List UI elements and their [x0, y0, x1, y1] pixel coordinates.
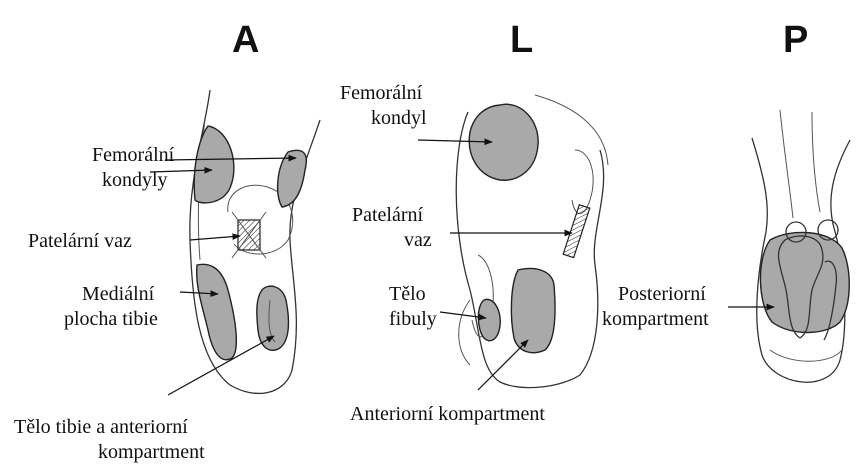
- lateral-view: Femorální kondyl Patelární vaz Tělo fibu…: [340, 82, 608, 425]
- lateral-top-line: [535, 95, 608, 165]
- patella-lateral-outline: [572, 150, 593, 214]
- posterior-line-1: [780, 110, 793, 218]
- fibula-body: [478, 299, 500, 340]
- label-femoral-condyle-1: Femorální: [340, 82, 423, 104]
- label-patellar-ligament: Patelární vaz: [28, 230, 132, 252]
- lateral-back-line: [459, 300, 470, 365]
- label-anterior-compartment: Anteriorní kompartment: [350, 403, 545, 425]
- label-medial-tibia-2: plocha tibie: [64, 308, 158, 330]
- view-letter-lateral: L: [510, 19, 533, 61]
- label-femoral-condyles-1: Femorální: [92, 144, 175, 166]
- medial-femoral-condyle: [194, 126, 234, 203]
- label-fibula-body-2: fibuly: [389, 308, 437, 330]
- label-posterior-compartment-1: Posteriorní: [618, 283, 706, 305]
- label-patellar-ligament-lat-2: vaz: [404, 229, 432, 251]
- label-medial-tibia-1: Mediální: [82, 283, 155, 305]
- posterior-line-2: [812, 112, 820, 212]
- view-letter-anterior: A: [232, 19, 259, 61]
- view-letter-posterior: P: [783, 19, 808, 61]
- lateral-patellar-ligament-mark: [563, 205, 590, 258]
- posterior-view: Posteriorní kompartment: [602, 110, 850, 382]
- label-femoral-condyle-2: kondyl: [371, 107, 427, 129]
- label-posterior-compartment-2: kompartment: [602, 308, 709, 330]
- tibia-body-anterior-compartment: [257, 286, 289, 350]
- arrow-to-patellar-ligament: [190, 236, 240, 240]
- label-tibia-body-2: kompartment: [98, 441, 205, 463]
- label-patellar-ligament-lat-1: Patelární: [352, 204, 424, 226]
- label-tibia-body-1: Tělo tibie a anteriorní: [14, 416, 188, 438]
- label-fibula-body-1: Tělo: [389, 283, 426, 305]
- patellar-ligament-mark: [232, 212, 266, 258]
- medial-tibia-surface: [197, 264, 237, 359]
- posterior-bottom-line: [770, 350, 842, 361]
- anterior-view: Femorální kondyly Patelární vaz Mediální…: [14, 90, 320, 463]
- anterior-compartment: [511, 269, 555, 353]
- arrow-to-anterior-compartment: [478, 340, 528, 390]
